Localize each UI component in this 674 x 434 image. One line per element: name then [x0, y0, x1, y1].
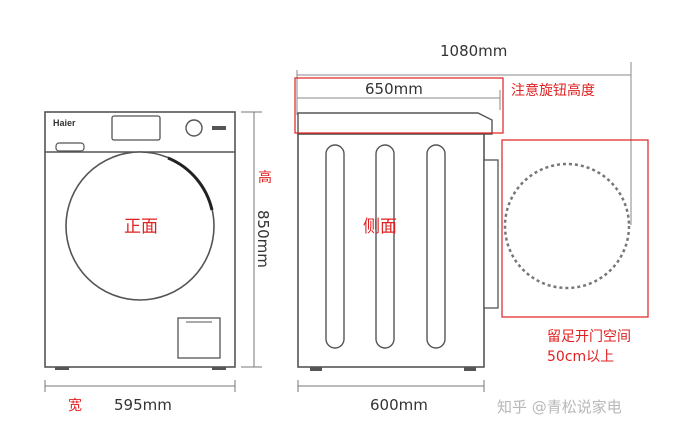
side-rib-3	[426, 144, 446, 349]
side-foot-right	[464, 367, 476, 371]
width-dimension: 宽 595mm	[44, 380, 236, 414]
side-view: 1080mm 650mm 侧面 600mm	[296, 42, 632, 414]
side-top-panel	[297, 112, 493, 135]
side-foot-left	[310, 367, 322, 371]
height-dimension: 高 850mm	[241, 111, 272, 368]
front-label: 正面	[124, 217, 158, 237]
front-foot-right	[212, 367, 226, 370]
side-door-profile	[483, 159, 499, 309]
front-door-outer	[65, 151, 215, 301]
door-space-note-line2: 50cm以上	[547, 349, 614, 365]
program-knob	[185, 119, 203, 137]
annotations: 注意旋钮高度 留足开门空间 50cm以上	[294, 77, 649, 365]
side-rib-1	[325, 144, 345, 349]
width-front-value: 595mm	[114, 396, 172, 414]
door-space-note-line1: 留足开门空间	[547, 329, 631, 345]
watermark: 知乎 @青松说家电	[497, 398, 622, 416]
control-display	[111, 115, 161, 141]
knob-height-highlight-box	[294, 77, 504, 134]
power-button	[212, 126, 226, 130]
total-depth-value: 1080mm	[440, 42, 507, 60]
front-foot-left	[55, 367, 69, 370]
height-value: 850mm	[254, 210, 272, 268]
width-char-label: 宽	[68, 397, 82, 414]
height-char-label: 高	[258, 169, 272, 186]
door-handle-arc	[167, 156, 214, 211]
body-depth-value: 650mm	[365, 80, 423, 98]
filter-cover	[177, 317, 221, 359]
brand-logo: Haier	[53, 118, 76, 128]
side-width-value: 600mm	[370, 396, 428, 414]
knob-height-note: 注意旋钮高度	[511, 82, 595, 99]
detergent-drawer	[55, 142, 85, 152]
side-rib-2	[375, 144, 395, 349]
door-swing-circle	[503, 162, 631, 290]
front-view: Haier 正面	[44, 111, 236, 370]
door-space-highlight-box	[501, 139, 649, 318]
side-label: 侧面	[363, 217, 397, 237]
